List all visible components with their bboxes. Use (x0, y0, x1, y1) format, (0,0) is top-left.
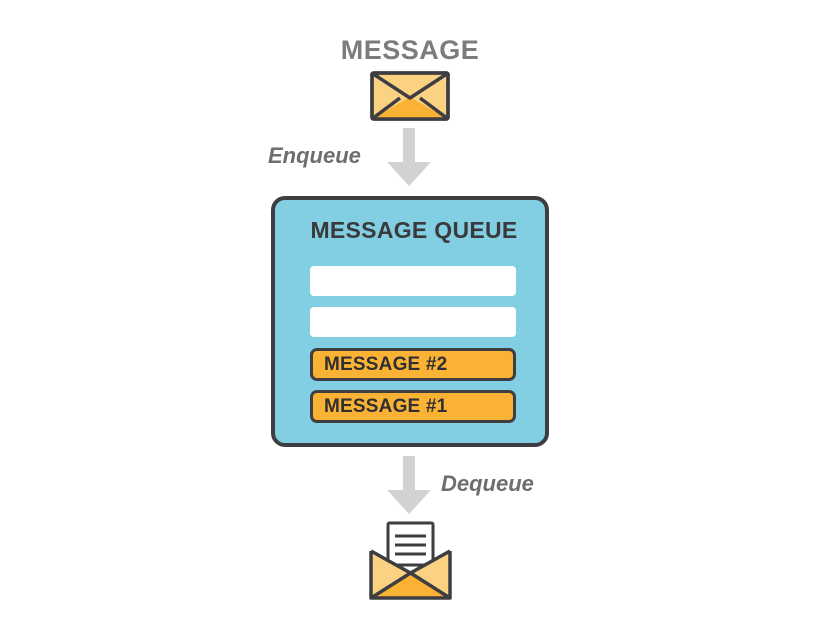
queue-slot-list: MESSAGE #2 MESSAGE #1 (310, 266, 516, 432)
enqueue-label: Enqueue (268, 143, 361, 168)
closed-envelope-icon (370, 71, 450, 121)
arrow-down-icon-enqueue (387, 128, 431, 186)
queue-slot-empty (310, 307, 516, 337)
arrow-down-icon-dequeue (387, 456, 431, 514)
dequeue-label: Dequeue (441, 471, 534, 496)
queue-slot-empty (310, 266, 516, 296)
open-envelope-with-letter-icon (368, 521, 453, 601)
queue-slot-message: MESSAGE #2 (310, 348, 516, 381)
queue-slot-message: MESSAGE #1 (310, 390, 516, 423)
queue-heading: MESSAGE QUEUE (310, 217, 518, 243)
page-title: MESSAGE (340, 35, 480, 65)
message-queue-box: MESSAGE QUEUE MESSAGE #2 MESSAGE #1 (271, 196, 549, 447)
